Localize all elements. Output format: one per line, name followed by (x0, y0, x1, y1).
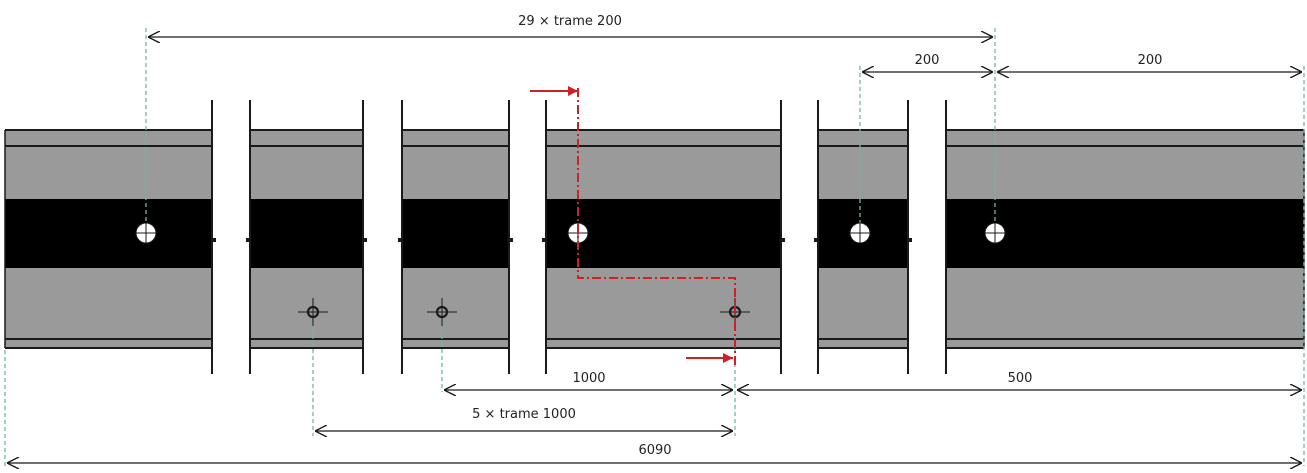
web-hole-4 (984, 222, 1006, 244)
web-holes (135, 222, 1006, 244)
dim-label-right-lower: 500 (1008, 371, 1033, 386)
beam-segment-2 (250, 129, 363, 349)
dim-label-top-span: 29 × trame 200 (518, 14, 622, 29)
guide-lines (4, 28, 1305, 466)
beam-segment-3 (402, 129, 509, 349)
dim-label-right-upper-b: 200 (1138, 53, 1163, 68)
dim-label-lower-span: 5 × trame 1000 (472, 407, 576, 422)
dimension-lines (7, 37, 1302, 463)
web-hole-3 (849, 222, 871, 244)
section-cut-line (530, 86, 736, 366)
beam-segments (4, 129, 1305, 349)
break-lines (211, 100, 947, 374)
dim-label-right-upper-a: 200 (915, 53, 940, 68)
web-hole-1 (135, 222, 157, 244)
dimension-labels: 29 × trame 200 200 200 1000 500 5 × tram… (472, 14, 1162, 458)
beam-segment-1 (4, 129, 212, 349)
beam-segment-6 (946, 129, 1305, 349)
dim-label-mid-span: 1000 (572, 371, 605, 386)
dim-label-overall: 6090 (638, 443, 671, 458)
flange-hole-2 (427, 298, 457, 326)
break-nubs (212, 238, 912, 242)
flange-hole-1 (298, 298, 328, 326)
